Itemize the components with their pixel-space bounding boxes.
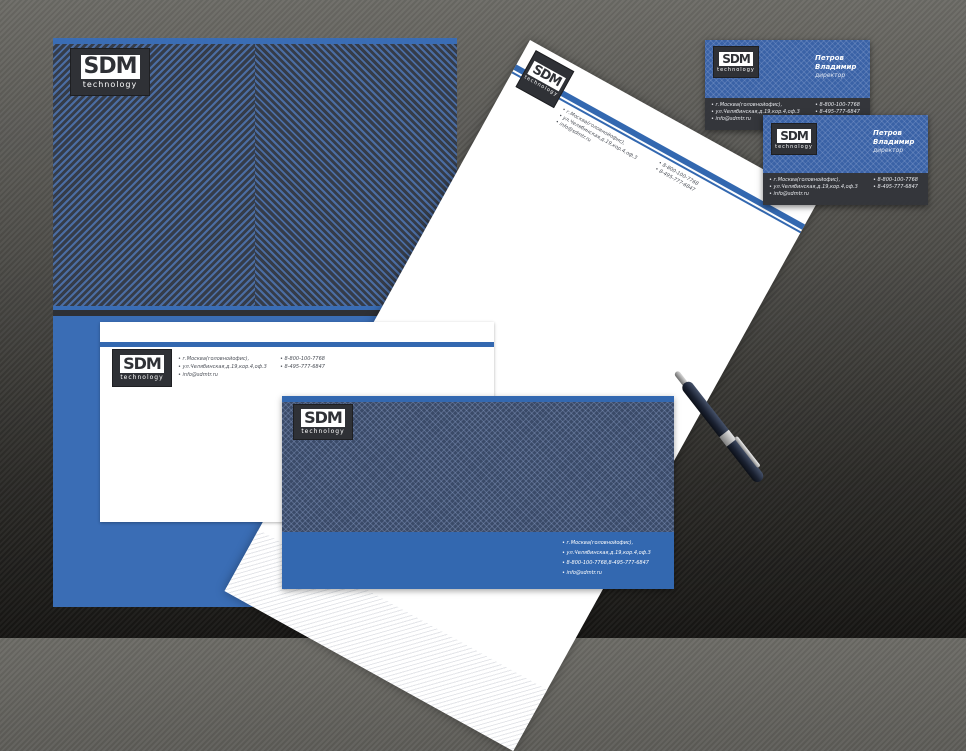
phone-line: • 8-800-100-7768 xyxy=(280,356,325,362)
business-card-logo: SDM technology xyxy=(713,46,759,78)
person-first-name: Владимир xyxy=(873,138,915,146)
logo-sub: technology xyxy=(717,66,755,73)
business-card: SDM technology Петров Владимир директор … xyxy=(705,40,870,130)
logo-sub: technology xyxy=(301,428,345,435)
logo-sub: technology xyxy=(120,374,164,381)
folder-band xyxy=(53,306,457,310)
person-first-name: Владимир xyxy=(815,63,857,71)
folder-band-dark xyxy=(53,310,457,316)
card-contacts: • г.Москва(головнойофис), • ул.Челябинск… xyxy=(562,538,651,578)
pen-body xyxy=(679,379,766,485)
logo-sub: technology xyxy=(82,80,138,89)
person-last-name: Петров xyxy=(873,129,902,137)
logo-sub: technology xyxy=(775,143,813,150)
business-card-bottom xyxy=(763,173,928,205)
email-line: • info@sdmtr.ru xyxy=(178,372,218,378)
email-line: • info@sdmtr.ru xyxy=(562,570,602,576)
email-line: • info@sdmtr.ru xyxy=(769,191,809,197)
business-card-address: • г.Москва(головнойофис), • ул.Челябинск… xyxy=(711,102,800,123)
phone-line: • 8-800-100-7768,8-495-777-6847 xyxy=(562,560,649,566)
business-card-logo: SDM technology xyxy=(771,123,817,155)
person-title: директор xyxy=(873,147,904,154)
envelope-phones: • 8-800-100-7768 • 8-495-777-6847 xyxy=(280,355,325,371)
logo-mark: SDM xyxy=(80,55,140,79)
envelope-logo: SDM technology xyxy=(112,349,172,387)
card-logo: SDM technology xyxy=(293,404,353,440)
address-line: • г.Москва(головнойофис), xyxy=(178,356,250,362)
person-title: директор xyxy=(815,72,846,79)
person-block: Петров Владимир директор xyxy=(815,54,856,79)
folder-logo: SDM technology xyxy=(70,48,150,96)
address-line: • г.Москва(головнойофис), xyxy=(769,177,841,183)
business-card: SDM technology Петров Владимир директор … xyxy=(763,115,928,205)
address-line: • ул.Челябинская,д.19,кор.4,оф.3 xyxy=(178,364,267,370)
address-line: • ул.Челябинская,д.19,кор.4,оф.3 xyxy=(769,184,858,190)
envelope-stripe xyxy=(100,342,494,347)
envelope-address: • г.Москва(головнойофис), • ул.Челябинск… xyxy=(178,355,267,379)
address-line: • г.Москва(головнойофис), xyxy=(562,540,634,546)
person-last-name: Петров xyxy=(815,54,844,62)
business-card-phones: • 8-800-100-7768 • 8-495-777-6847 xyxy=(873,177,918,191)
email-line: • info@sdmtr.ru xyxy=(711,116,751,122)
address-line: • ул.Челябинская,д.19,кор.4,оф.3 xyxy=(562,550,651,556)
logo-mark: SDM xyxy=(301,409,345,427)
logo-mark: SDM xyxy=(777,128,811,143)
phone-line: • 8-495-777-6847 xyxy=(280,364,325,370)
phone-line: • 8-495-777-6847 xyxy=(815,109,860,115)
person-block: Петров Владимир директор xyxy=(873,129,914,154)
address-line: • г.Москва(головнойофис), xyxy=(711,102,783,108)
phone-line: • 8-800-100-7768 xyxy=(873,177,918,183)
address-line: • ул.Челябинская,д.19,кор.4,оф.3 xyxy=(711,109,800,115)
compliment-card: SDM technology • г.Москва(головнойофис),… xyxy=(282,396,674,589)
phone-line: • 8-800-100-7768 xyxy=(815,102,860,108)
logo-mark: SDM xyxy=(719,51,753,66)
letterhead-logo: SDM technology xyxy=(515,50,575,109)
phone-line: • 8-495-777-6847 xyxy=(873,184,918,190)
business-card-phones: • 8-800-100-7768 • 8-495-777-6847 xyxy=(815,102,860,116)
business-card-address: • г.Москва(головнойофис), • ул.Челябинск… xyxy=(769,177,858,198)
logo-mark: SDM xyxy=(120,355,164,373)
